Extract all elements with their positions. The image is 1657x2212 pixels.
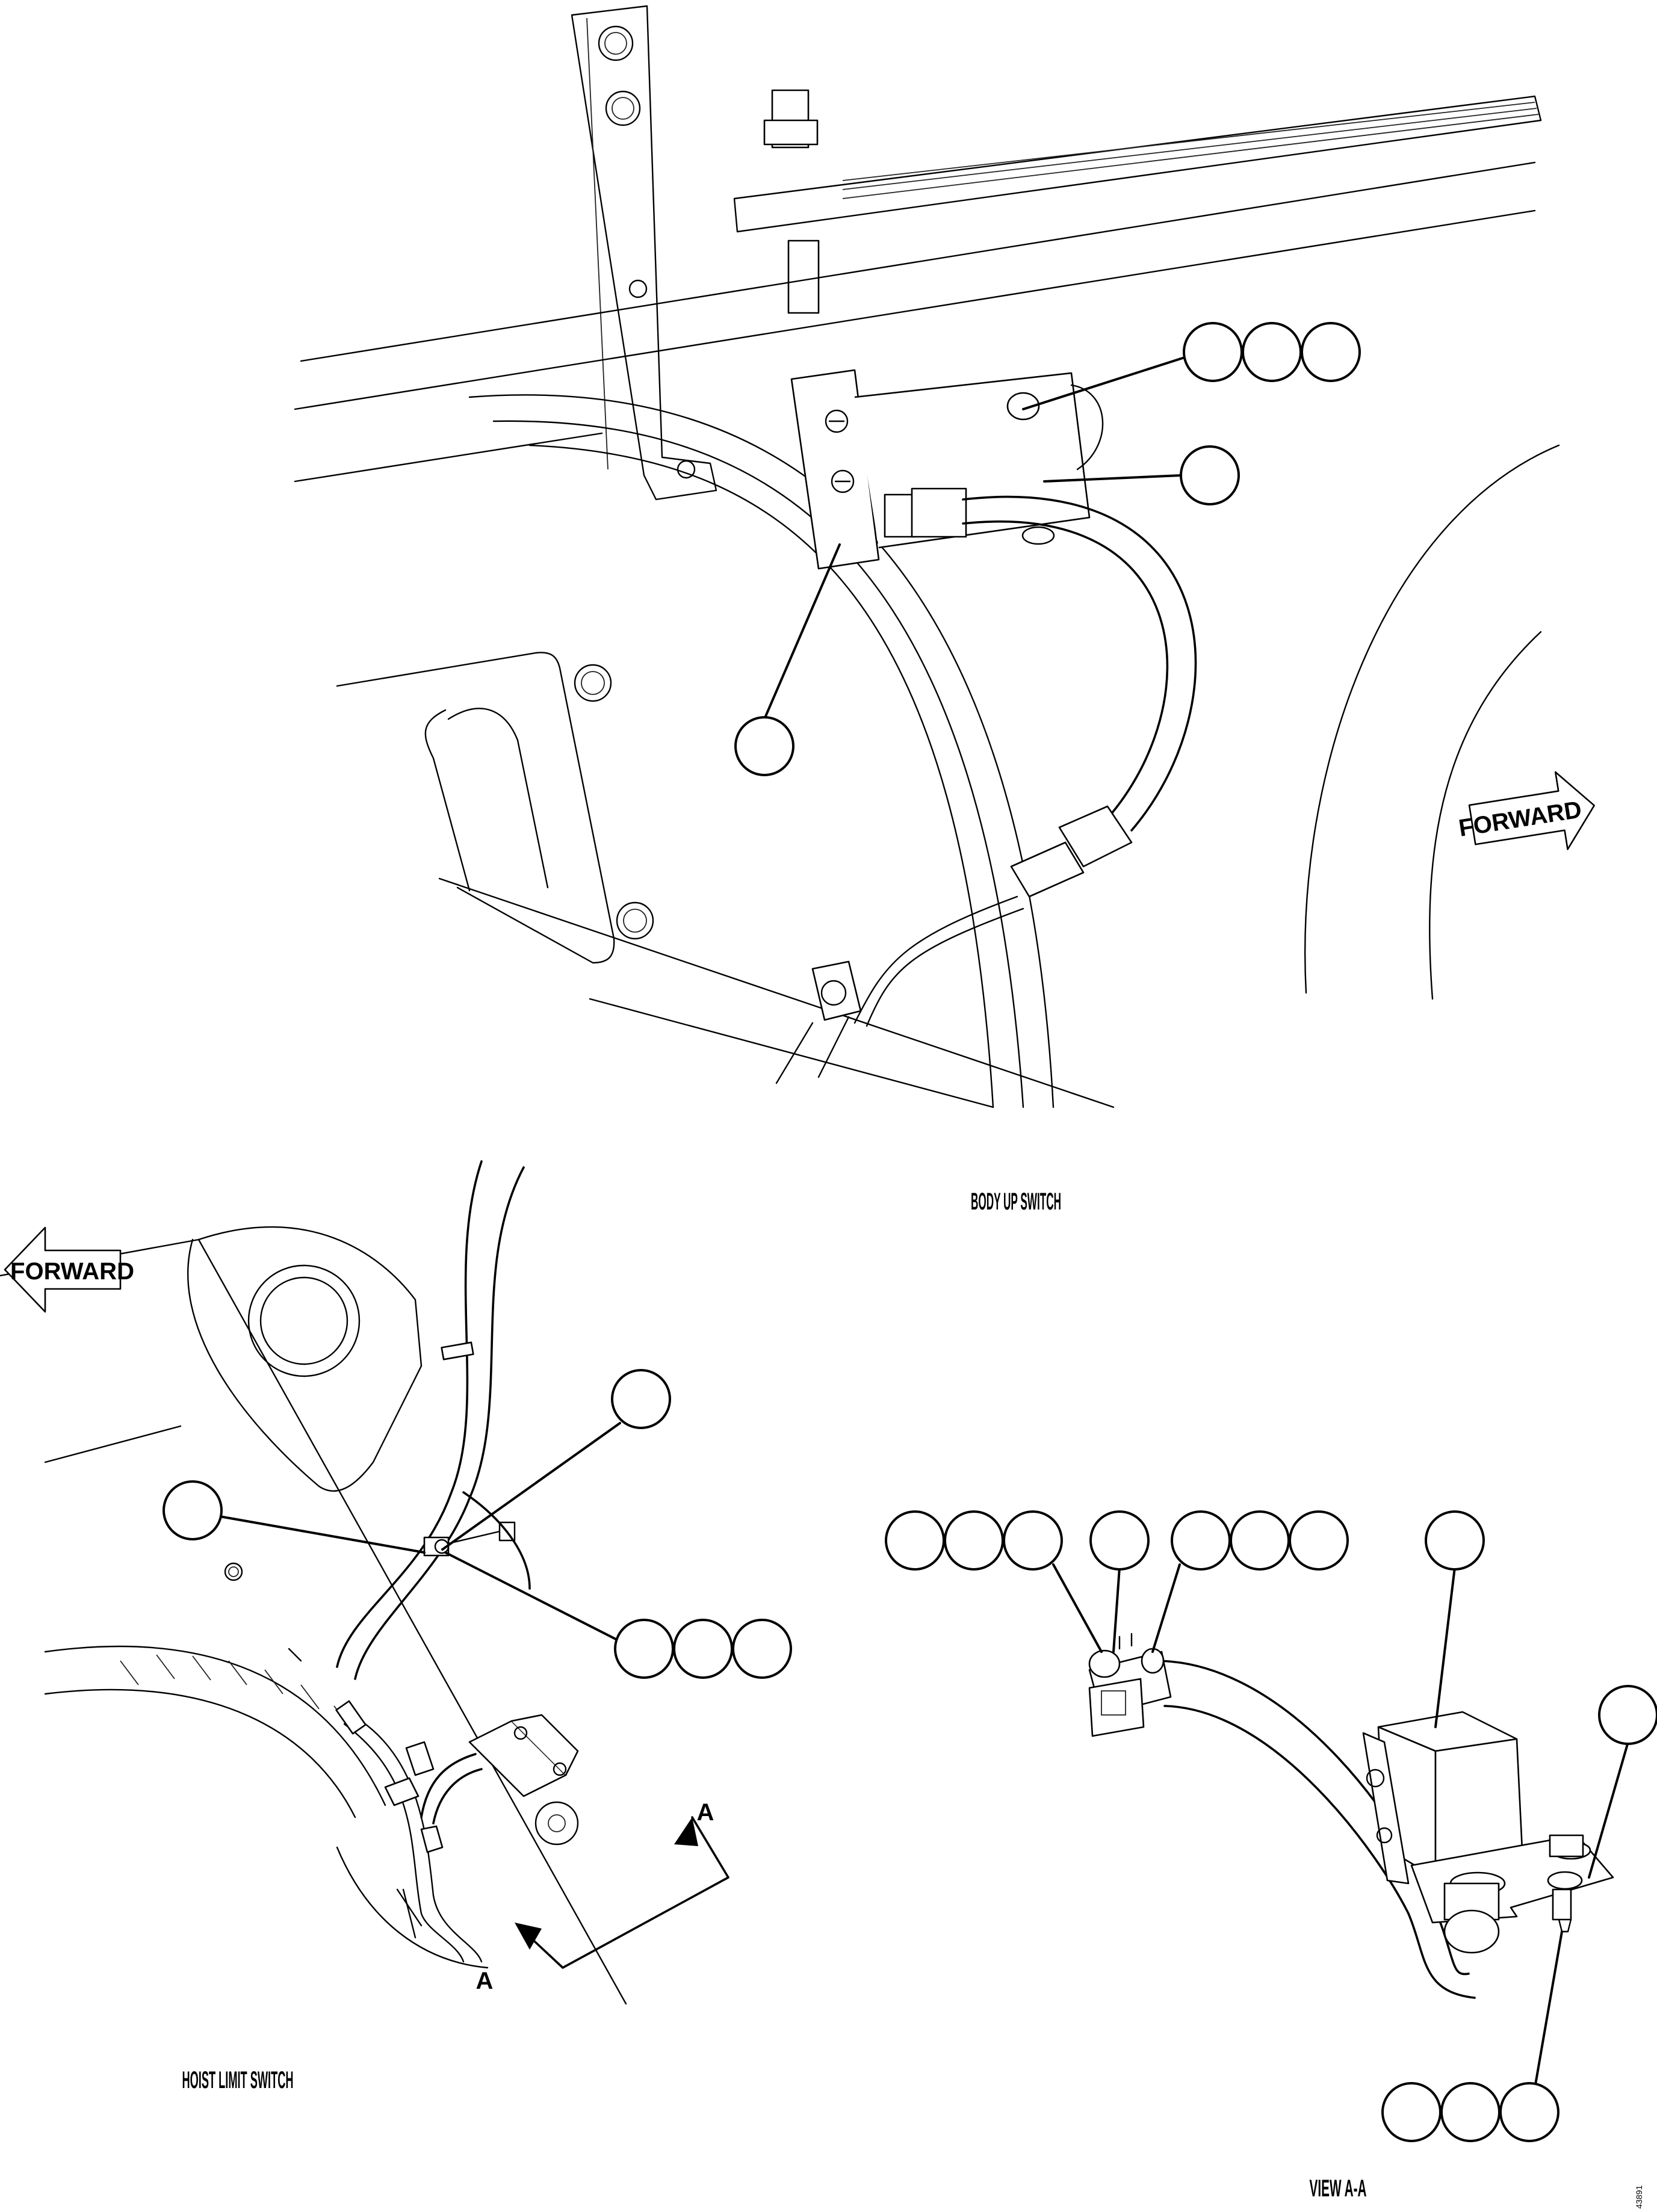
body-up-switch-illustration <box>294 5 1560 1108</box>
callout-balloon <box>673 1619 733 1679</box>
callout-balloon <box>885 1510 945 1571</box>
view-a-a-caption: VIEW A-A <box>1310 2175 1367 2202</box>
callout-balloon <box>732 1619 792 1679</box>
hoist-limit-switch-caption: HOIST LIMIT SWITCH <box>182 2067 294 2093</box>
view-a-a-callouts <box>885 1510 1657 2142</box>
view-a-a-illustration <box>1088 1633 1614 1999</box>
callout-balloon <box>1180 445 1240 505</box>
callout-balloon <box>1183 322 1243 382</box>
callout-balloon <box>1301 322 1361 382</box>
body-up-switch-caption: BODY UP SWITCH <box>971 1188 1061 1215</box>
forward-label: FORWARD <box>10 1258 134 1285</box>
callout-balloon <box>1381 2082 1442 2142</box>
forward-arrow-left: FORWARD <box>4 1226 134 1313</box>
section-marker-label-top: A <box>697 1799 714 1826</box>
callout-balloon <box>1289 1510 1349 1571</box>
callout-balloon <box>734 716 794 776</box>
hoist-limit-switch-illustration <box>0 1160 627 2005</box>
callout-balloon <box>1440 2082 1501 2142</box>
forward-arrow-right: FORWARD <box>1457 771 1596 850</box>
body-up-callouts <box>734 322 1361 776</box>
callout-balloon <box>1499 2082 1559 2142</box>
callout-balloon <box>1089 1510 1150 1571</box>
callout-balloon <box>944 1510 1004 1571</box>
hoist-callouts <box>163 1369 792 1679</box>
callout-balloon <box>1242 322 1302 382</box>
section-marker: A A <box>476 1799 729 1994</box>
callout-balloon <box>1171 1510 1231 1571</box>
callout-balloon <box>614 1619 674 1679</box>
callout-balloon <box>1003 1510 1063 1571</box>
callout-balloon <box>611 1369 671 1429</box>
callout-balloon <box>1230 1510 1290 1571</box>
drawing-number: 843891 <box>1634 2185 1644 2209</box>
section-marker-label-bottom: A <box>476 1968 494 1994</box>
callout-balloon <box>1425 1510 1485 1571</box>
callout-balloon <box>163 1480 223 1540</box>
callout-balloon <box>1598 1685 1657 1745</box>
